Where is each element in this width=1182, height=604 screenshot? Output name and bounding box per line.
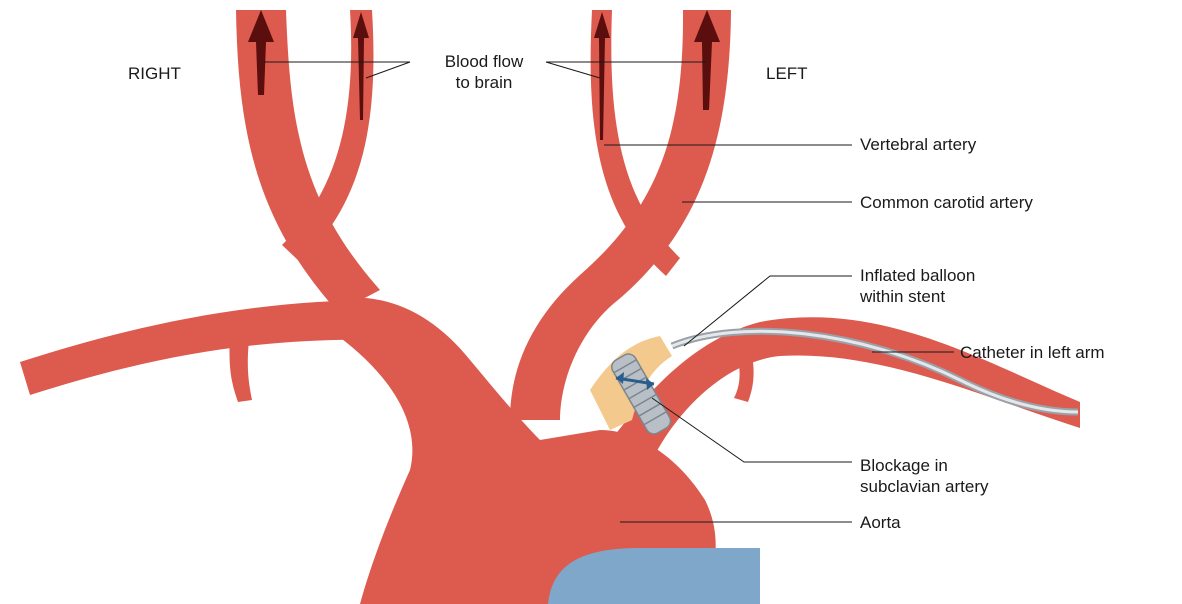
common-carotid-artery-label: Common carotid artery [860,192,1033,213]
blood-flow-label: Blood flow to brain [418,51,550,93]
catheter-label: Catheter in left arm [960,342,1105,363]
left-side-label: LEFT [766,63,808,84]
right-arm-branch [229,330,252,402]
blockage-label: Blockage in subclavian artery [860,455,989,497]
vertebral-artery-label: Vertebral artery [860,134,976,155]
balloon-label: Inflated balloon within stent [860,265,975,307]
right-side-label: RIGHT [128,63,181,84]
aorta-label: Aorta [860,512,901,533]
